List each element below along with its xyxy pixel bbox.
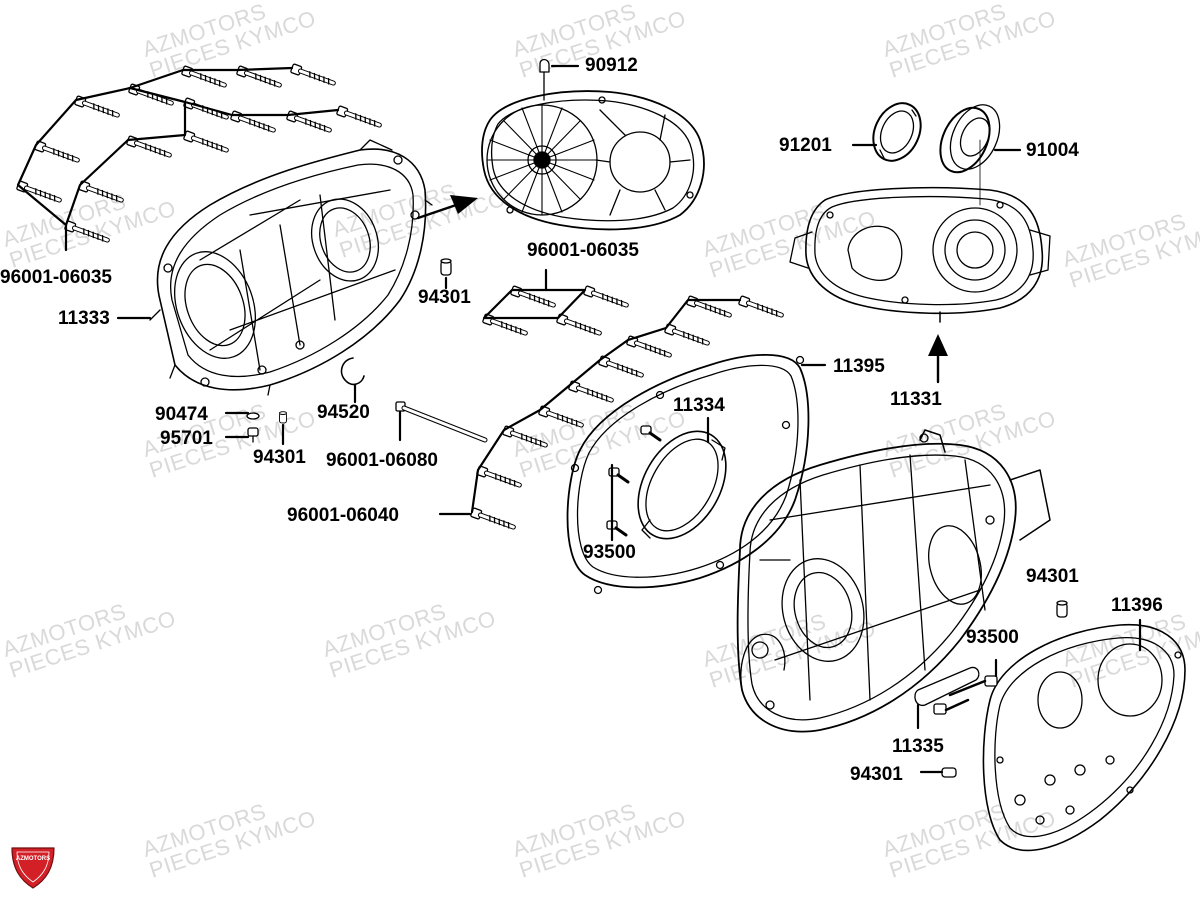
arrow-up [928, 334, 948, 384]
dowel-pin-94301 [1056, 600, 1068, 618]
label-93500: 93500 [583, 542, 636, 563]
label-11333: 11333 [58, 308, 110, 329]
screw-95701 [247, 427, 259, 443]
gasket-11396 [982, 623, 1186, 852]
bolt-cluster-diagonal [470, 296, 782, 532]
label-91004: 91004 [1026, 140, 1079, 161]
bearing-91004 [939, 104, 1001, 174]
dowel-pin-94301 [279, 411, 287, 424]
inner-cover-top-right [789, 139, 1051, 315]
label-94301: 94301 [418, 287, 471, 308]
oil-seal-91201 [872, 102, 922, 162]
bracket-11335 [914, 658, 998, 730]
washer-90474 [246, 412, 260, 420]
label-11335: 11335 [892, 736, 944, 757]
bolt-cluster-middle [482, 268, 627, 337]
label-95701: 95701 [160, 428, 213, 449]
circlip-94520 [340, 357, 365, 386]
label-11395: 11395 [833, 356, 885, 377]
label-90474: 90474 [155, 404, 208, 425]
label-11396: 11396 [1111, 595, 1163, 616]
gasket-11395 [566, 354, 810, 595]
azmotors-logo: AZMOTORS [11, 847, 55, 889]
dowel-pin-94301 [941, 767, 957, 778]
label-94301: 94301 [253, 447, 306, 468]
label-94520: 94520 [317, 402, 370, 423]
left-cover-11333 [149, 139, 433, 396]
label-94301: 94301 [1026, 566, 1079, 587]
label-96001-06040: 96001-06040 [287, 505, 399, 526]
label-93500: 93500 [966, 627, 1019, 648]
logo-text: AZMOTORS [16, 856, 50, 862]
label-11331: 11331 [890, 389, 942, 410]
arrow-up-right [416, 195, 478, 220]
label-96001-06080: 96001-06080 [326, 450, 438, 471]
plate-11334 [637, 430, 727, 540]
label-11334: 11334 [673, 395, 725, 416]
label-94301: 94301 [850, 764, 903, 785]
label-90912: 90912 [585, 55, 638, 76]
bolt-cluster-left [16, 64, 380, 252]
screws-93500 [606, 425, 662, 542]
long-bolt-96001-06080 [395, 401, 488, 443]
filter-cover-90912 [481, 58, 705, 231]
dowel-pin-94301 [440, 258, 452, 276]
main-cover-11331 [736, 429, 1051, 733]
label-96001-06035-left: 96001-06035 [0, 267, 112, 288]
label-96001-06035-mid: 96001-06035 [527, 240, 639, 261]
label-91201: 91201 [779, 135, 832, 156]
